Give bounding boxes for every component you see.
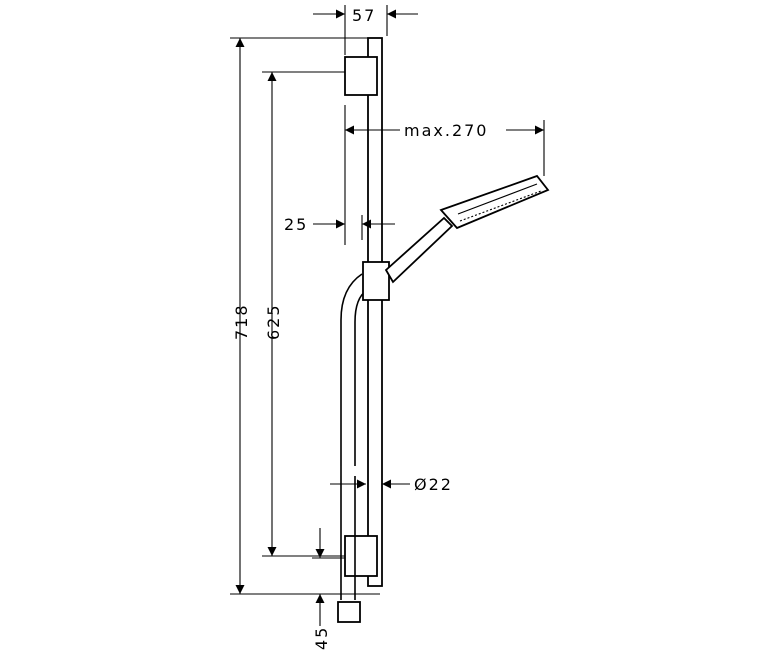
shower-rail-assembly <box>336 37 550 623</box>
hose-connector <box>337 601 361 623</box>
dim-bar-diameter: Ø22 <box>414 475 453 494</box>
bottom-wall-bracket <box>344 535 378 577</box>
dimension-lines <box>230 5 545 626</box>
top-wall-bracket <box>344 56 378 96</box>
dim-bottom-offset: 45 <box>312 626 331 650</box>
dim-max-reach: max.270 <box>404 121 488 140</box>
hand-shower <box>384 174 550 284</box>
dim-top-width: 57 <box>352 6 376 25</box>
dim-bar-offset: 25 <box>284 215 308 234</box>
dim-total-height: 718 <box>232 303 251 340</box>
dim-bracket-spacing: 625 <box>264 303 283 340</box>
slider <box>362 261 390 301</box>
wall-bar <box>367 37 383 587</box>
